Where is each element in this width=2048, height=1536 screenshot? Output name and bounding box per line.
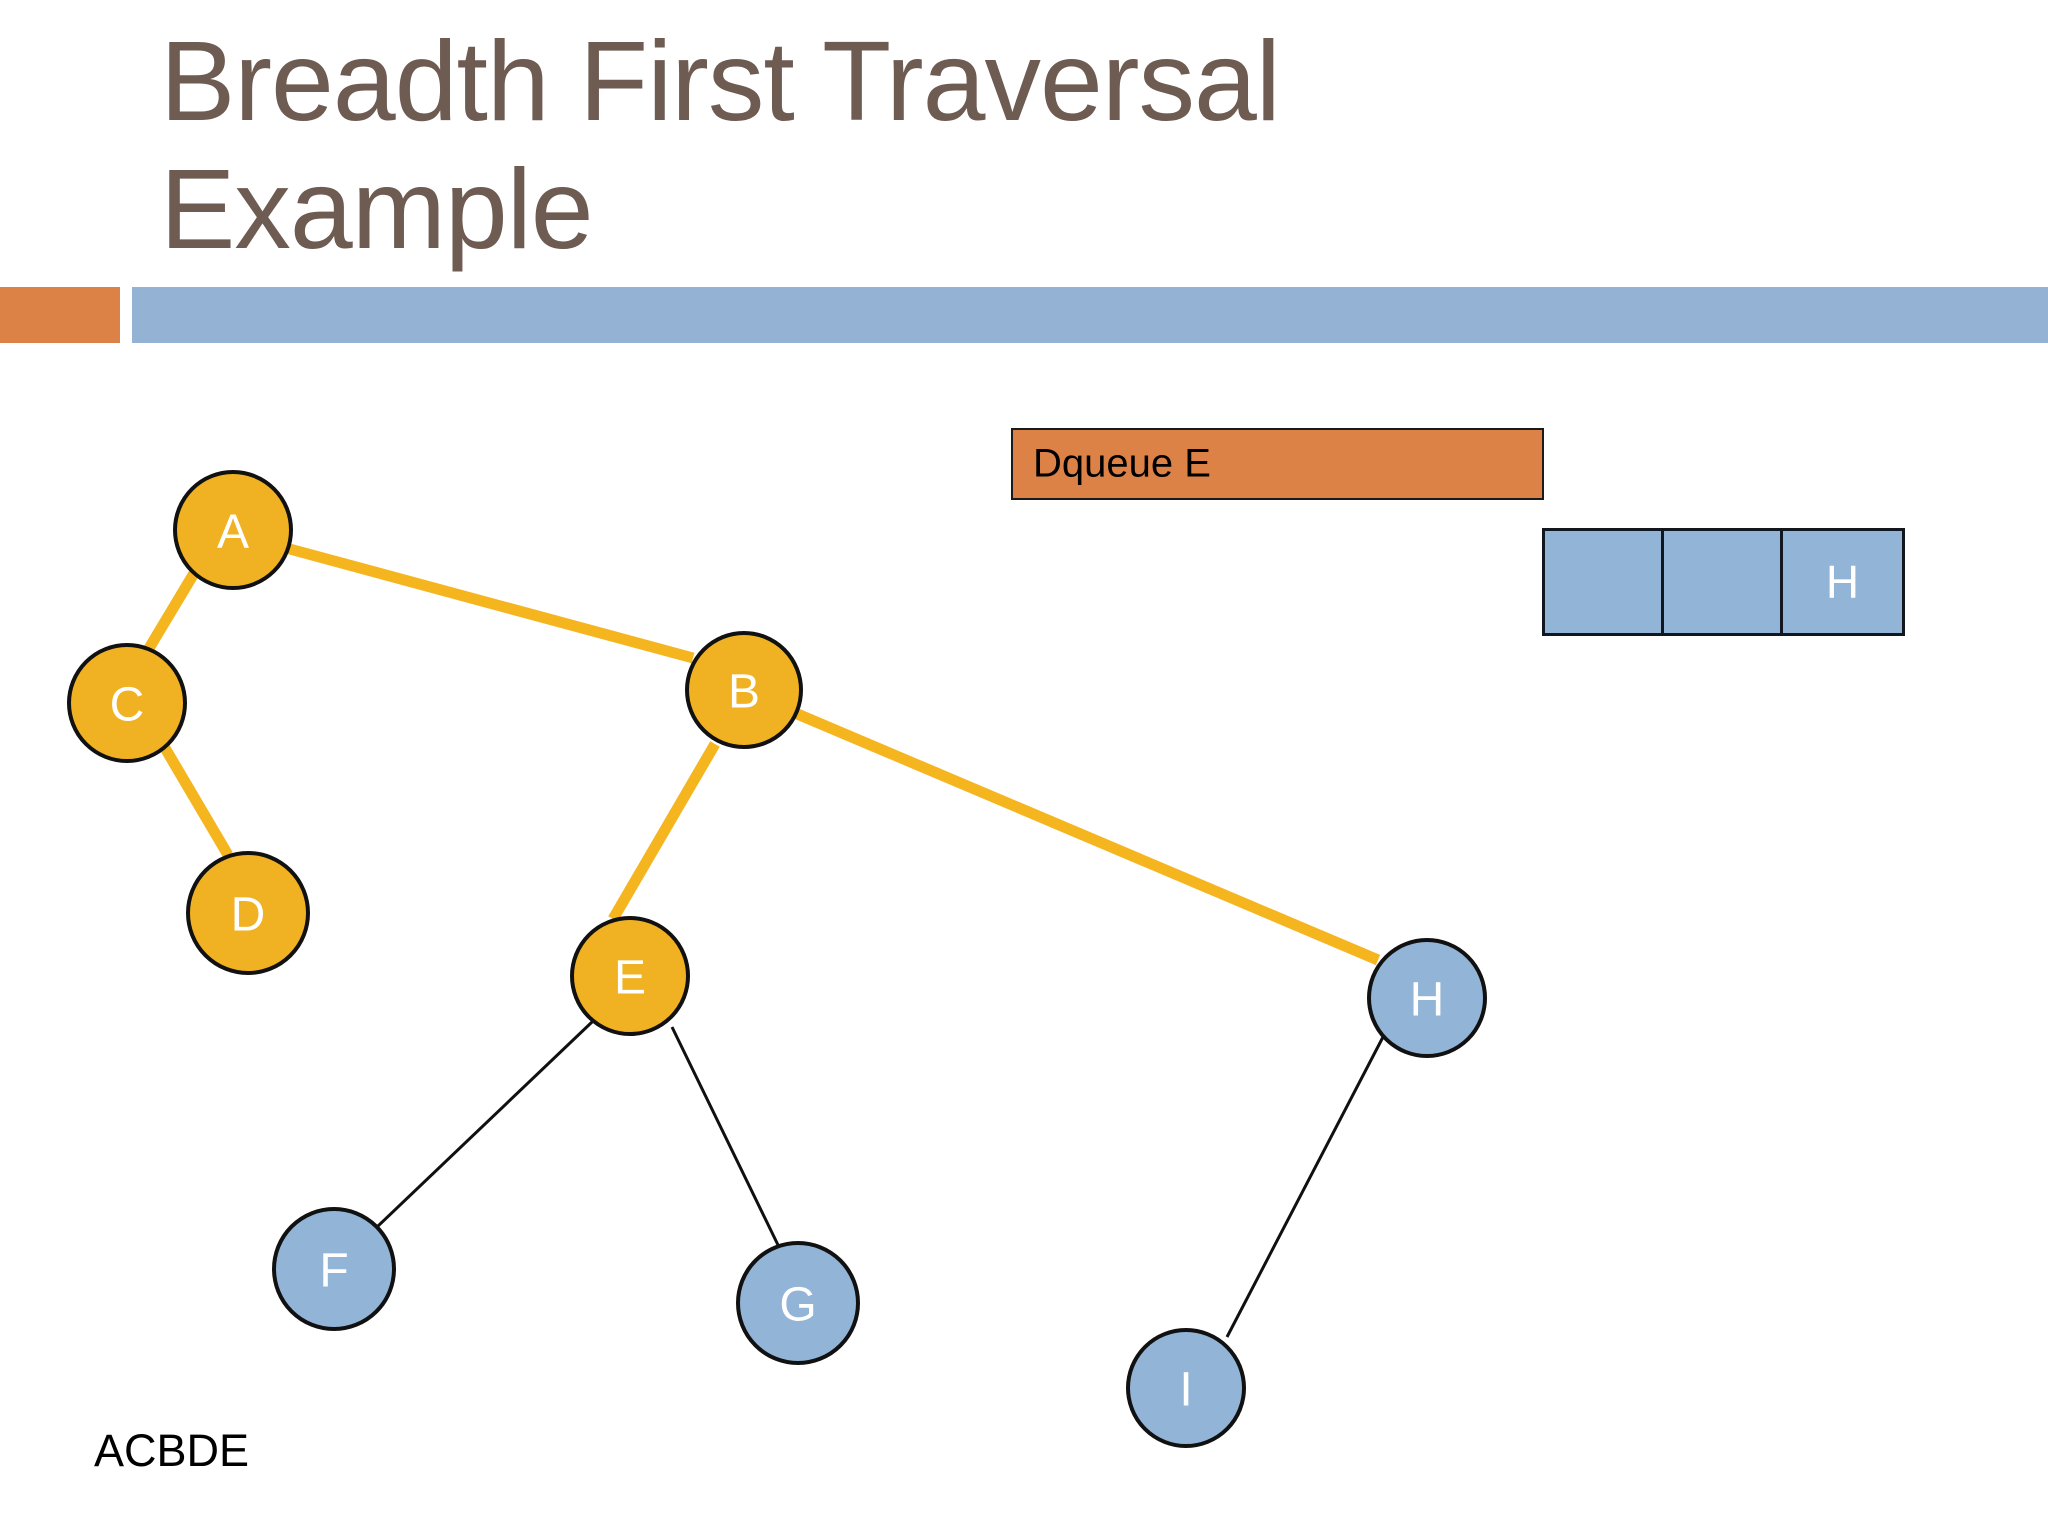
graph-node-h[interactable]: H — [1367, 938, 1487, 1058]
graph-edge-b-e — [608, 741, 720, 922]
node-circle — [685, 631, 803, 749]
bfs-queue: H — [1542, 528, 1905, 636]
graph-node-c[interactable]: C — [67, 643, 187, 763]
graph-edge-a-c — [143, 567, 201, 653]
node-label: D — [231, 889, 266, 942]
graph-edge-e-f — [375, 1020, 594, 1229]
graph-node-f[interactable]: F — [272, 1207, 396, 1331]
graph-node-i[interactable]: I — [1126, 1328, 1246, 1448]
node-label: H — [1410, 974, 1445, 1027]
node-circle — [570, 916, 690, 1036]
graph-node-e[interactable]: E — [570, 916, 690, 1036]
queue-cell: H — [1783, 531, 1902, 633]
graph-node-a[interactable]: A — [173, 470, 293, 590]
node-circle — [1126, 1328, 1246, 1448]
dequeue-action-label: Dqueue E — [1033, 441, 1211, 486]
page-title: Breadth First Traversal Example — [160, 18, 1311, 272]
dequeue-action-banner: Dqueue E — [1011, 428, 1544, 500]
traversal-output-text: ACBDE — [94, 1425, 250, 1476]
graph-node-layer: A C B D E F G H I — [67, 470, 1487, 1448]
node-label: B — [728, 666, 760, 719]
node-label: A — [217, 506, 249, 559]
header-accent-orange — [0, 287, 120, 343]
node-circle — [173, 470, 293, 590]
node-circle — [272, 1207, 396, 1331]
queue-cell — [1664, 531, 1783, 633]
node-circle — [186, 851, 310, 975]
graph-edge-h-i — [1225, 1036, 1385, 1338]
graph-edge-b-h — [792, 707, 1381, 966]
graph-edge-a-b — [284, 542, 695, 664]
graph-node-b[interactable]: B — [685, 631, 803, 749]
header-accent-blue — [132, 287, 2048, 343]
node-circle — [736, 1241, 860, 1365]
graph-edge-layer — [143, 542, 1385, 1338]
node-circle — [67, 643, 187, 763]
graph-node-g[interactable]: G — [736, 1241, 860, 1365]
graph-edge-e-g — [670, 1026, 780, 1246]
graph-edge-c-d — [160, 745, 233, 858]
node-label: I — [1179, 1364, 1192, 1417]
graph-node-d[interactable]: D — [186, 851, 310, 975]
queue-cell — [1545, 531, 1664, 633]
node-circle — [1367, 938, 1487, 1058]
node-label: E — [614, 952, 646, 1005]
node-label: F — [319, 1245, 348, 1298]
node-label: G — [779, 1279, 816, 1332]
node-label: C — [110, 679, 145, 732]
